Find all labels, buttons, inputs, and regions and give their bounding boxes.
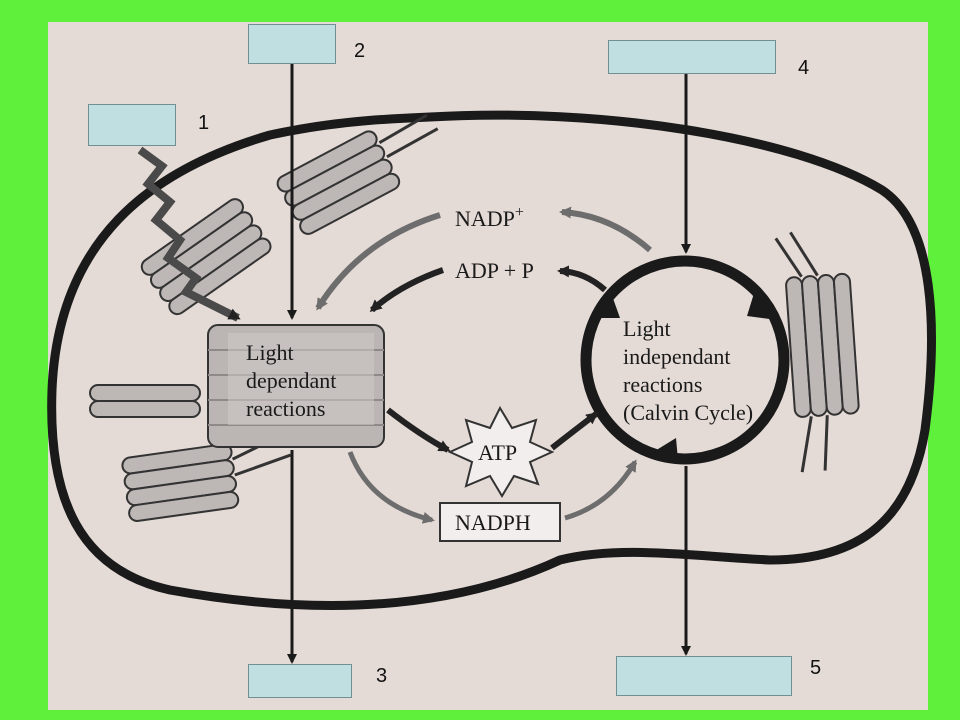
label-number-3: 3: [376, 665, 388, 687]
light-reactions-label-line3: reactions: [246, 396, 325, 421]
calvin-cycle-ring: [580, 255, 790, 465]
thylakoid-stack-right: [774, 231, 860, 473]
label-box-4[interactable]: [608, 40, 776, 74]
label-number-5: 5: [810, 657, 822, 679]
sunlight-arrow: [137, 146, 241, 322]
nadp-label: NADP+: [455, 204, 524, 231]
light-reactions-label-line1: Light: [246, 340, 294, 365]
thylakoid-stack-top: [276, 113, 439, 235]
arrow-calvin-to-adp: [557, 265, 608, 293]
arrow-light-to-atp: [386, 407, 451, 453]
light-reactions-label-line2: dependant: [246, 368, 336, 393]
thylakoid-stack-bottom-left: [121, 432, 292, 522]
nadph-box: [439, 502, 561, 542]
atp-starburst: [447, 405, 555, 498]
arrow-adp-to-light: [369, 267, 444, 313]
label-number-2: 2: [354, 40, 366, 62]
label-box-2[interactable]: [248, 24, 336, 64]
nadph-label: NADPH: [455, 510, 531, 535]
arrow-nadph-to-calvin: [564, 459, 638, 521]
calvin-label-line1: Light: [623, 316, 671, 341]
arrow-nadp-to-light: [315, 212, 441, 311]
calvin-label-line4: (Calvin Cycle): [623, 400, 753, 425]
label-box-3[interactable]: [248, 664, 352, 698]
chloroplast-membrane: [47, 110, 936, 610]
arrow-atp-to-calvin: [550, 411, 599, 451]
arrow-calvin-to-nadp: [559, 206, 652, 253]
calvin-label-line2: independant: [623, 344, 731, 369]
label-box-5[interactable]: [616, 656, 792, 696]
light-reactions-block: [207, 324, 385, 448]
arrow-light-to-nadph: [347, 451, 435, 524]
label-number-1: 1: [198, 112, 210, 134]
label-box-1[interactable]: [88, 104, 176, 146]
label-number-4: 4: [798, 57, 810, 79]
adp-label: ADP + P: [455, 258, 534, 283]
calvin-label-line3: reactions: [623, 372, 702, 397]
atp-label: ATP: [478, 440, 517, 465]
thylakoid-stack-mid-left: [89, 384, 201, 418]
